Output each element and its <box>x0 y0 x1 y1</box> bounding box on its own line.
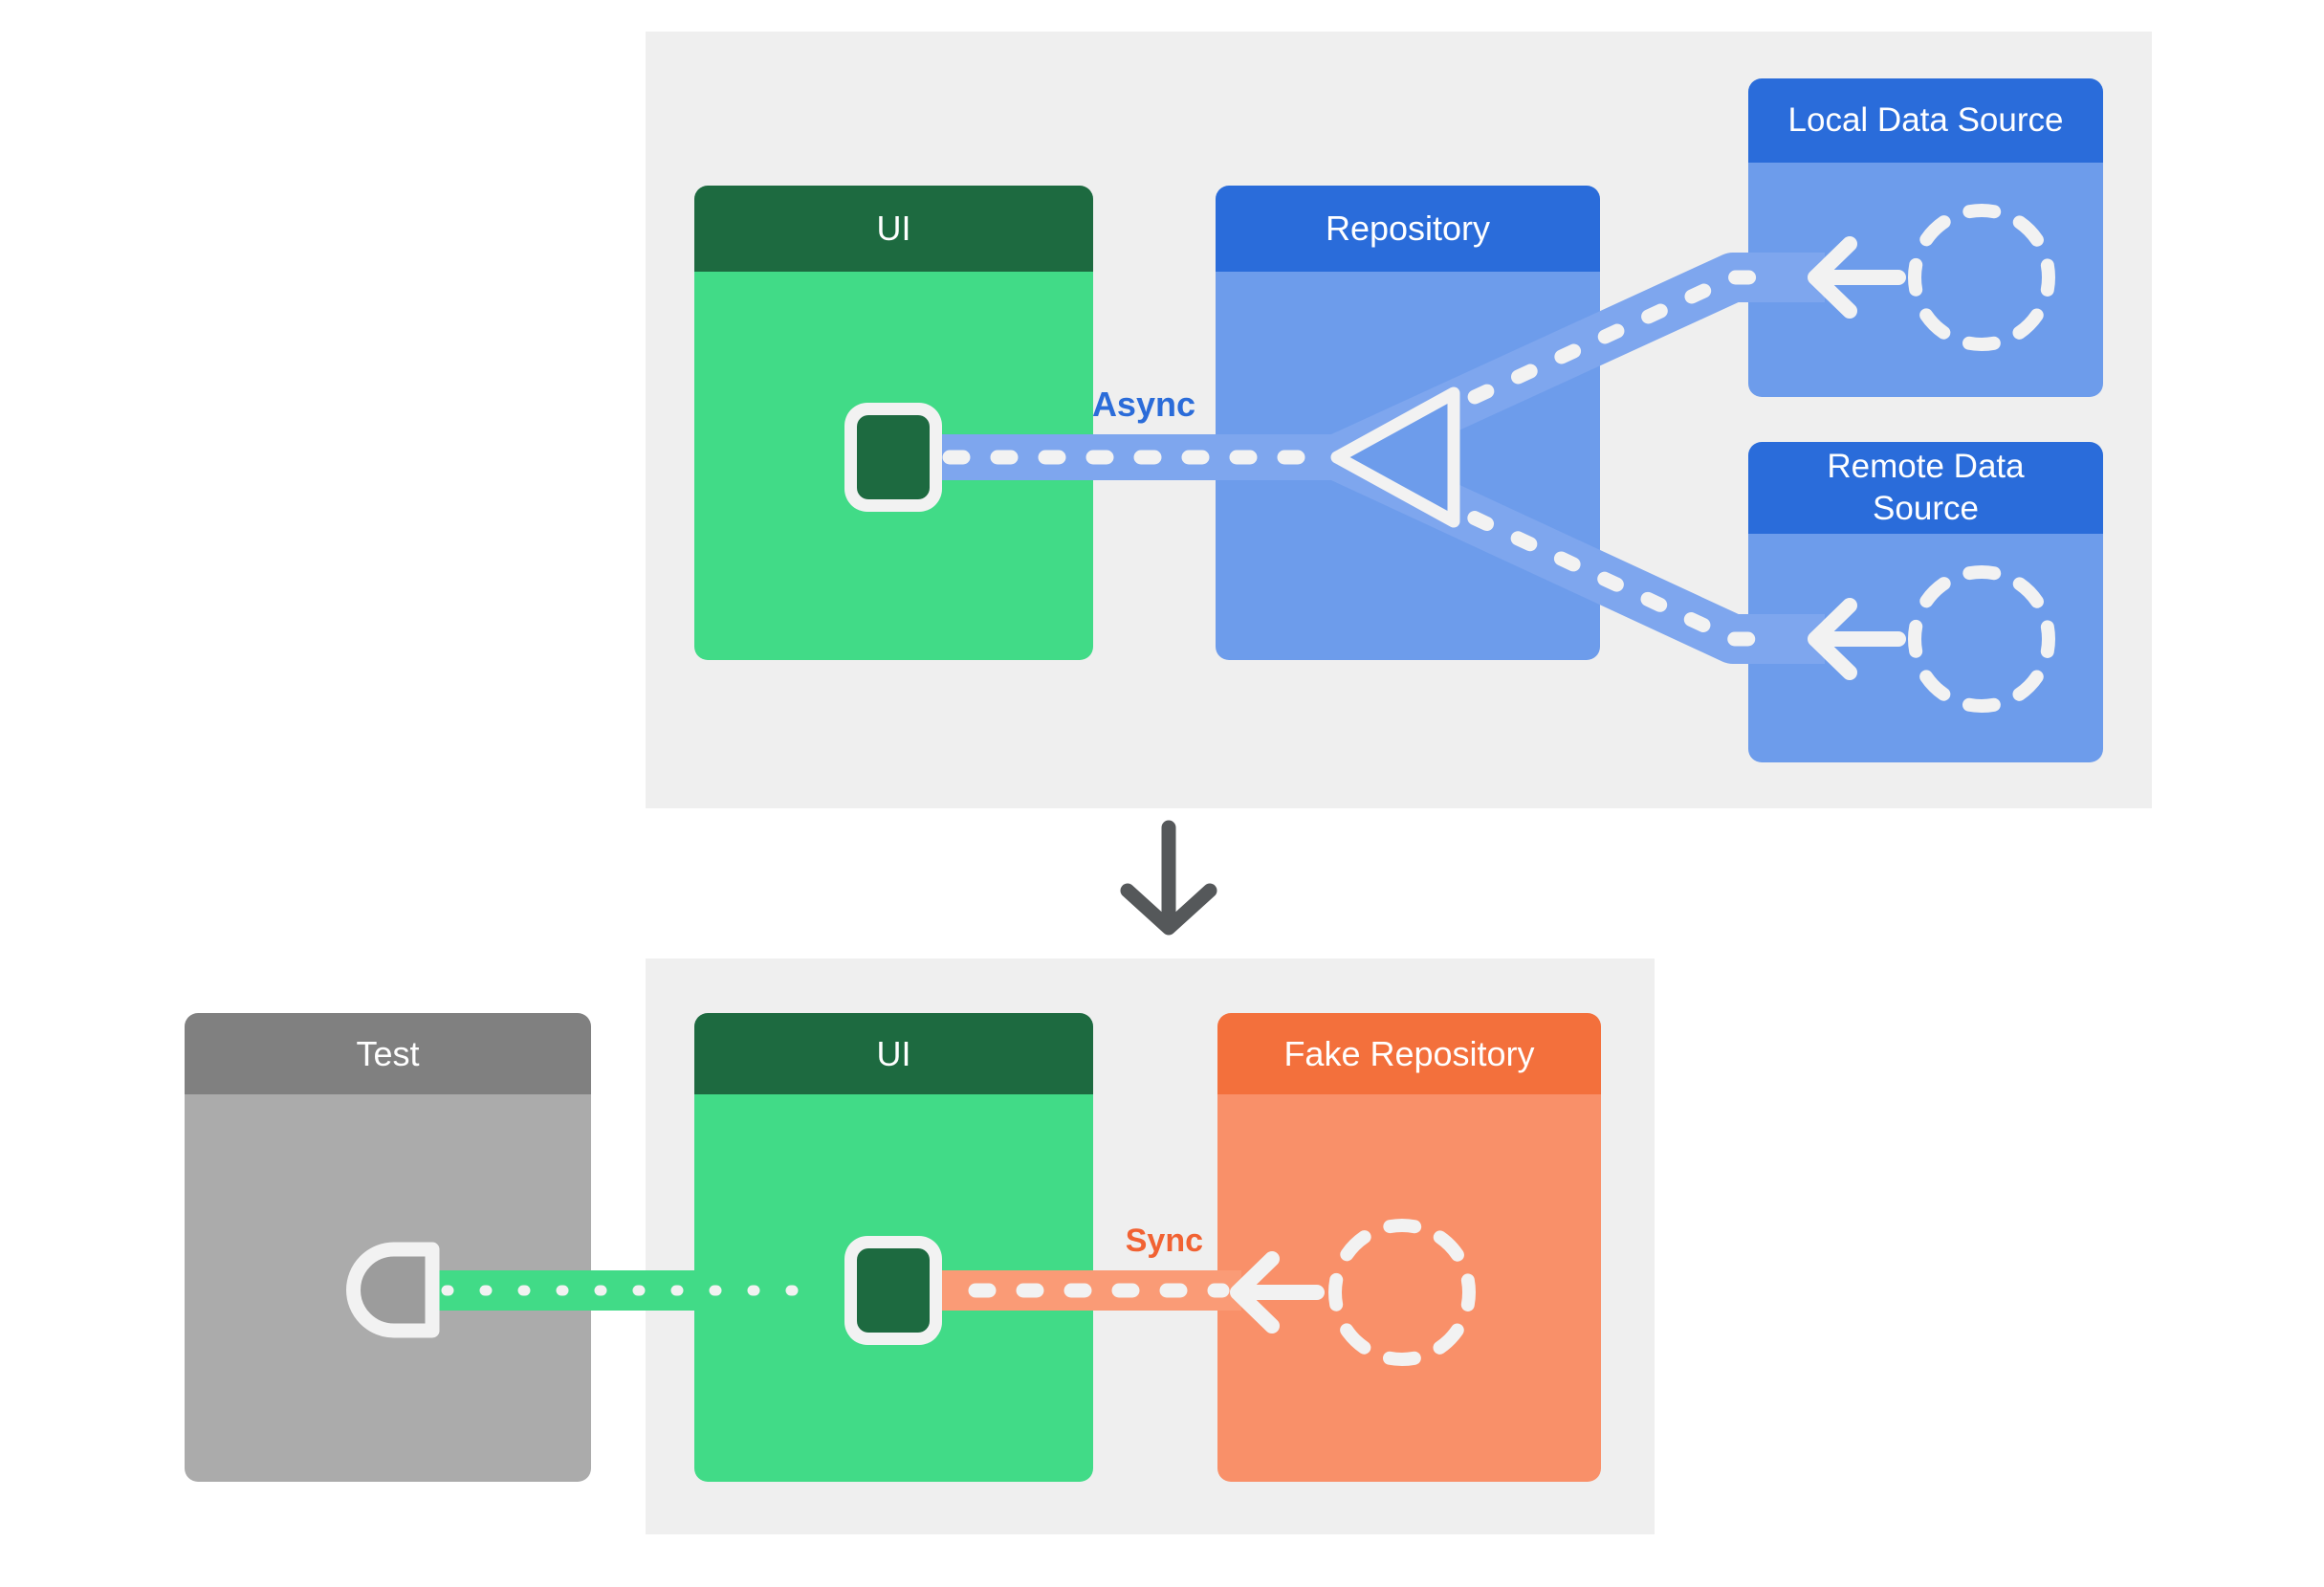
ui-box-bottom-body <box>694 1094 1093 1482</box>
fake-repository-title: Fake Repository <box>1283 1033 1535 1073</box>
local-data-source-box: Local Data Source <box>1748 78 2103 397</box>
down-arrow-icon <box>1120 820 1217 936</box>
ui-box-top-header: UI <box>694 186 1093 272</box>
fake-repository-header: Fake Repository <box>1217 1013 1601 1094</box>
fake-repository-body <box>1217 1094 1601 1482</box>
repository-box-header: Repository <box>1216 186 1600 272</box>
ui-box-top-body <box>694 272 1093 660</box>
repository-box-title: Repository <box>1325 209 1491 248</box>
fake-repository-box: Fake Repository <box>1217 1013 1601 1482</box>
local-data-source-header: Local Data Source <box>1748 78 2103 163</box>
test-box: Test <box>185 1013 591 1482</box>
repository-box: Repository <box>1216 186 1600 660</box>
local-data-source-title: Local Data Source <box>1787 101 2064 139</box>
repository-box-body <box>1216 272 1600 660</box>
local-data-source-body <box>1748 163 2103 397</box>
ui-box-bottom-header: UI <box>694 1013 1093 1094</box>
sync-label: Sync <box>1125 1223 1203 1259</box>
test-box-body <box>185 1094 591 1482</box>
test-box-title: Test <box>356 1033 420 1073</box>
async-label: Async <box>1091 385 1195 424</box>
test-box-header: Test <box>185 1013 591 1094</box>
ui-box-bottom-title: UI <box>876 1033 911 1073</box>
remote-data-source-body <box>1748 534 2103 762</box>
remote-data-source-title: Remote Data Source <box>1827 448 2025 527</box>
remote-data-source-header: Remote Data Source <box>1748 442 2103 534</box>
ui-box-top-title: UI <box>876 209 911 248</box>
remote-data-source-box: Remote Data Source <box>1748 442 2103 762</box>
